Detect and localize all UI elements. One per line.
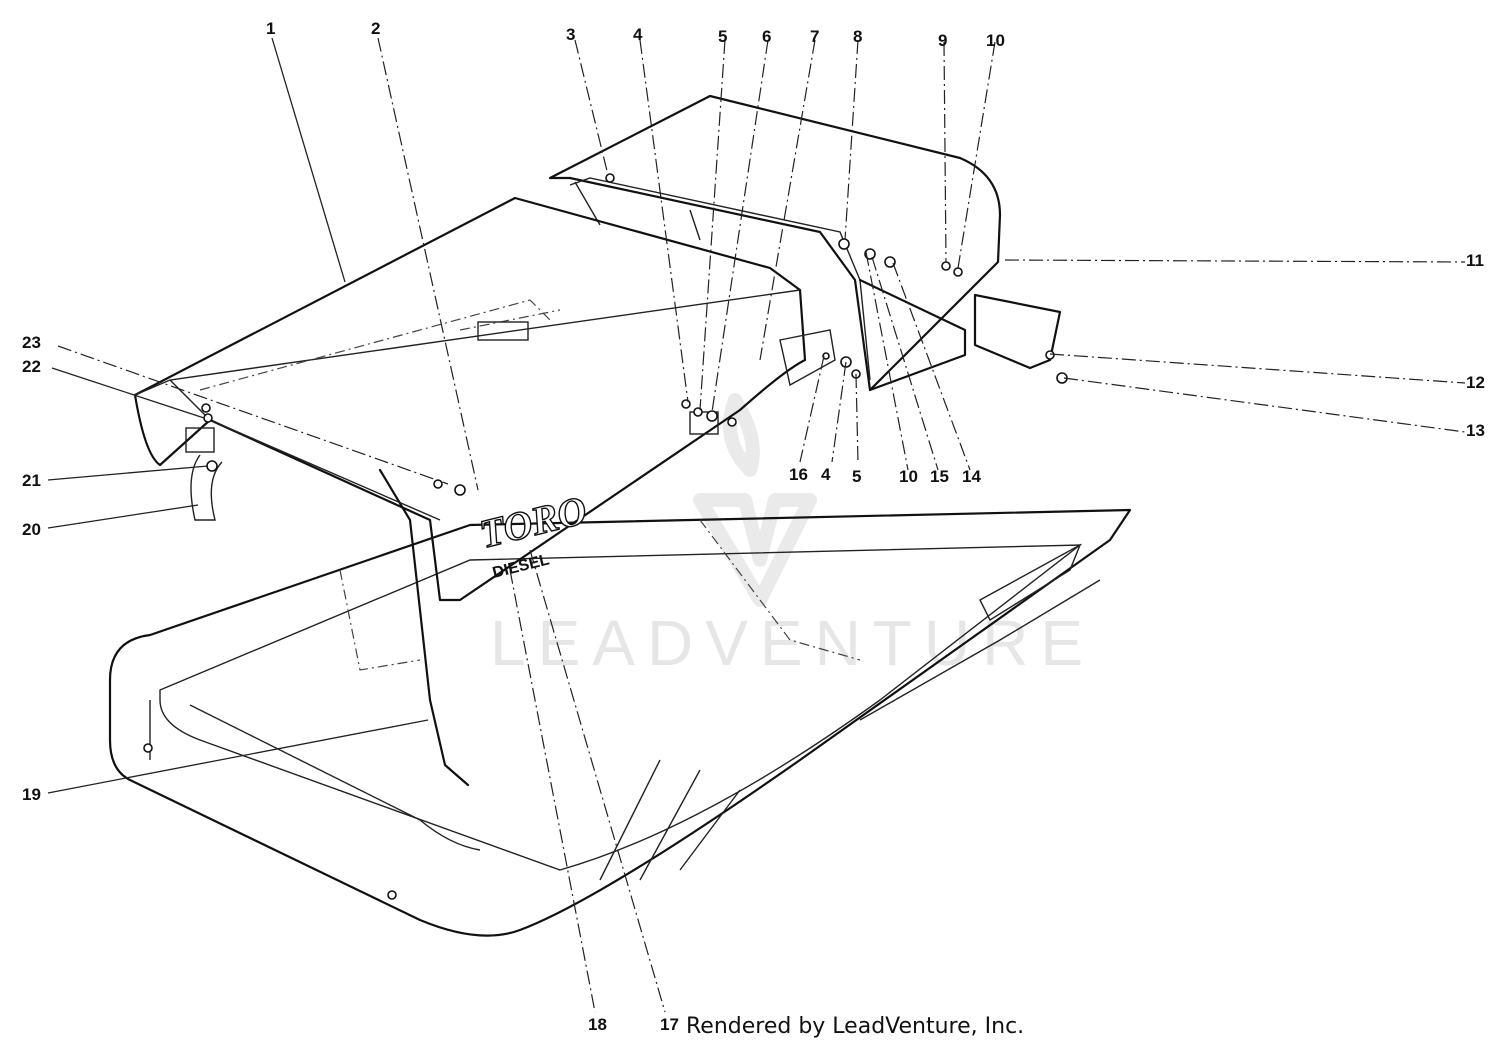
callout-12: 12	[1466, 373, 1485, 392]
callout-13: 13	[1466, 421, 1485, 440]
callout-10-lower: 10	[899, 467, 918, 486]
callout-21: 21	[22, 471, 41, 490]
callout-5-lower: 5	[852, 467, 861, 486]
callout-23: 23	[22, 333, 41, 352]
callout-9: 9	[938, 31, 947, 50]
frame-tub	[108, 508, 1132, 937]
callout-6: 6	[762, 27, 771, 46]
callout-15: 15	[930, 467, 949, 486]
callout-11: 11	[1466, 251, 1484, 270]
model-decal: DIESEL	[491, 551, 551, 582]
callout-4-lower: 4	[821, 465, 831, 484]
callout-2: 2	[371, 19, 380, 38]
front-hood: TORO DIESEL	[133, 196, 807, 602]
leader-lines	[47, 37, 1466, 1013]
callout-1: 1	[266, 19, 275, 38]
callout-7: 7	[810, 27, 819, 46]
brand-decal: TORO	[475, 487, 591, 557]
callout-4: 4	[633, 25, 643, 44]
watermark-text: LEADVENTURE	[490, 607, 1095, 679]
watermark-logo-icon	[693, 393, 817, 607]
callout-16: 16	[789, 465, 808, 484]
callout-19: 19	[22, 785, 41, 804]
render-credit: Rendered by LeadVenture, Inc.	[686, 1014, 1025, 1039]
callout-labels: 1 2 3 4 5 6 7 8 9 10 11 12 13 14 15 16 4…	[22, 19, 1485, 1034]
rear-hood	[548, 94, 1002, 392]
callout-5: 5	[718, 27, 727, 46]
callout-22: 22	[22, 357, 41, 376]
callout-8: 8	[853, 27, 862, 46]
callout-3: 3	[566, 25, 575, 44]
callout-20: 20	[22, 520, 41, 539]
callout-14: 14	[962, 467, 981, 486]
callout-17: 17	[660, 1015, 679, 1034]
callout-10: 10	[986, 31, 1005, 50]
callout-18: 18	[588, 1015, 607, 1034]
